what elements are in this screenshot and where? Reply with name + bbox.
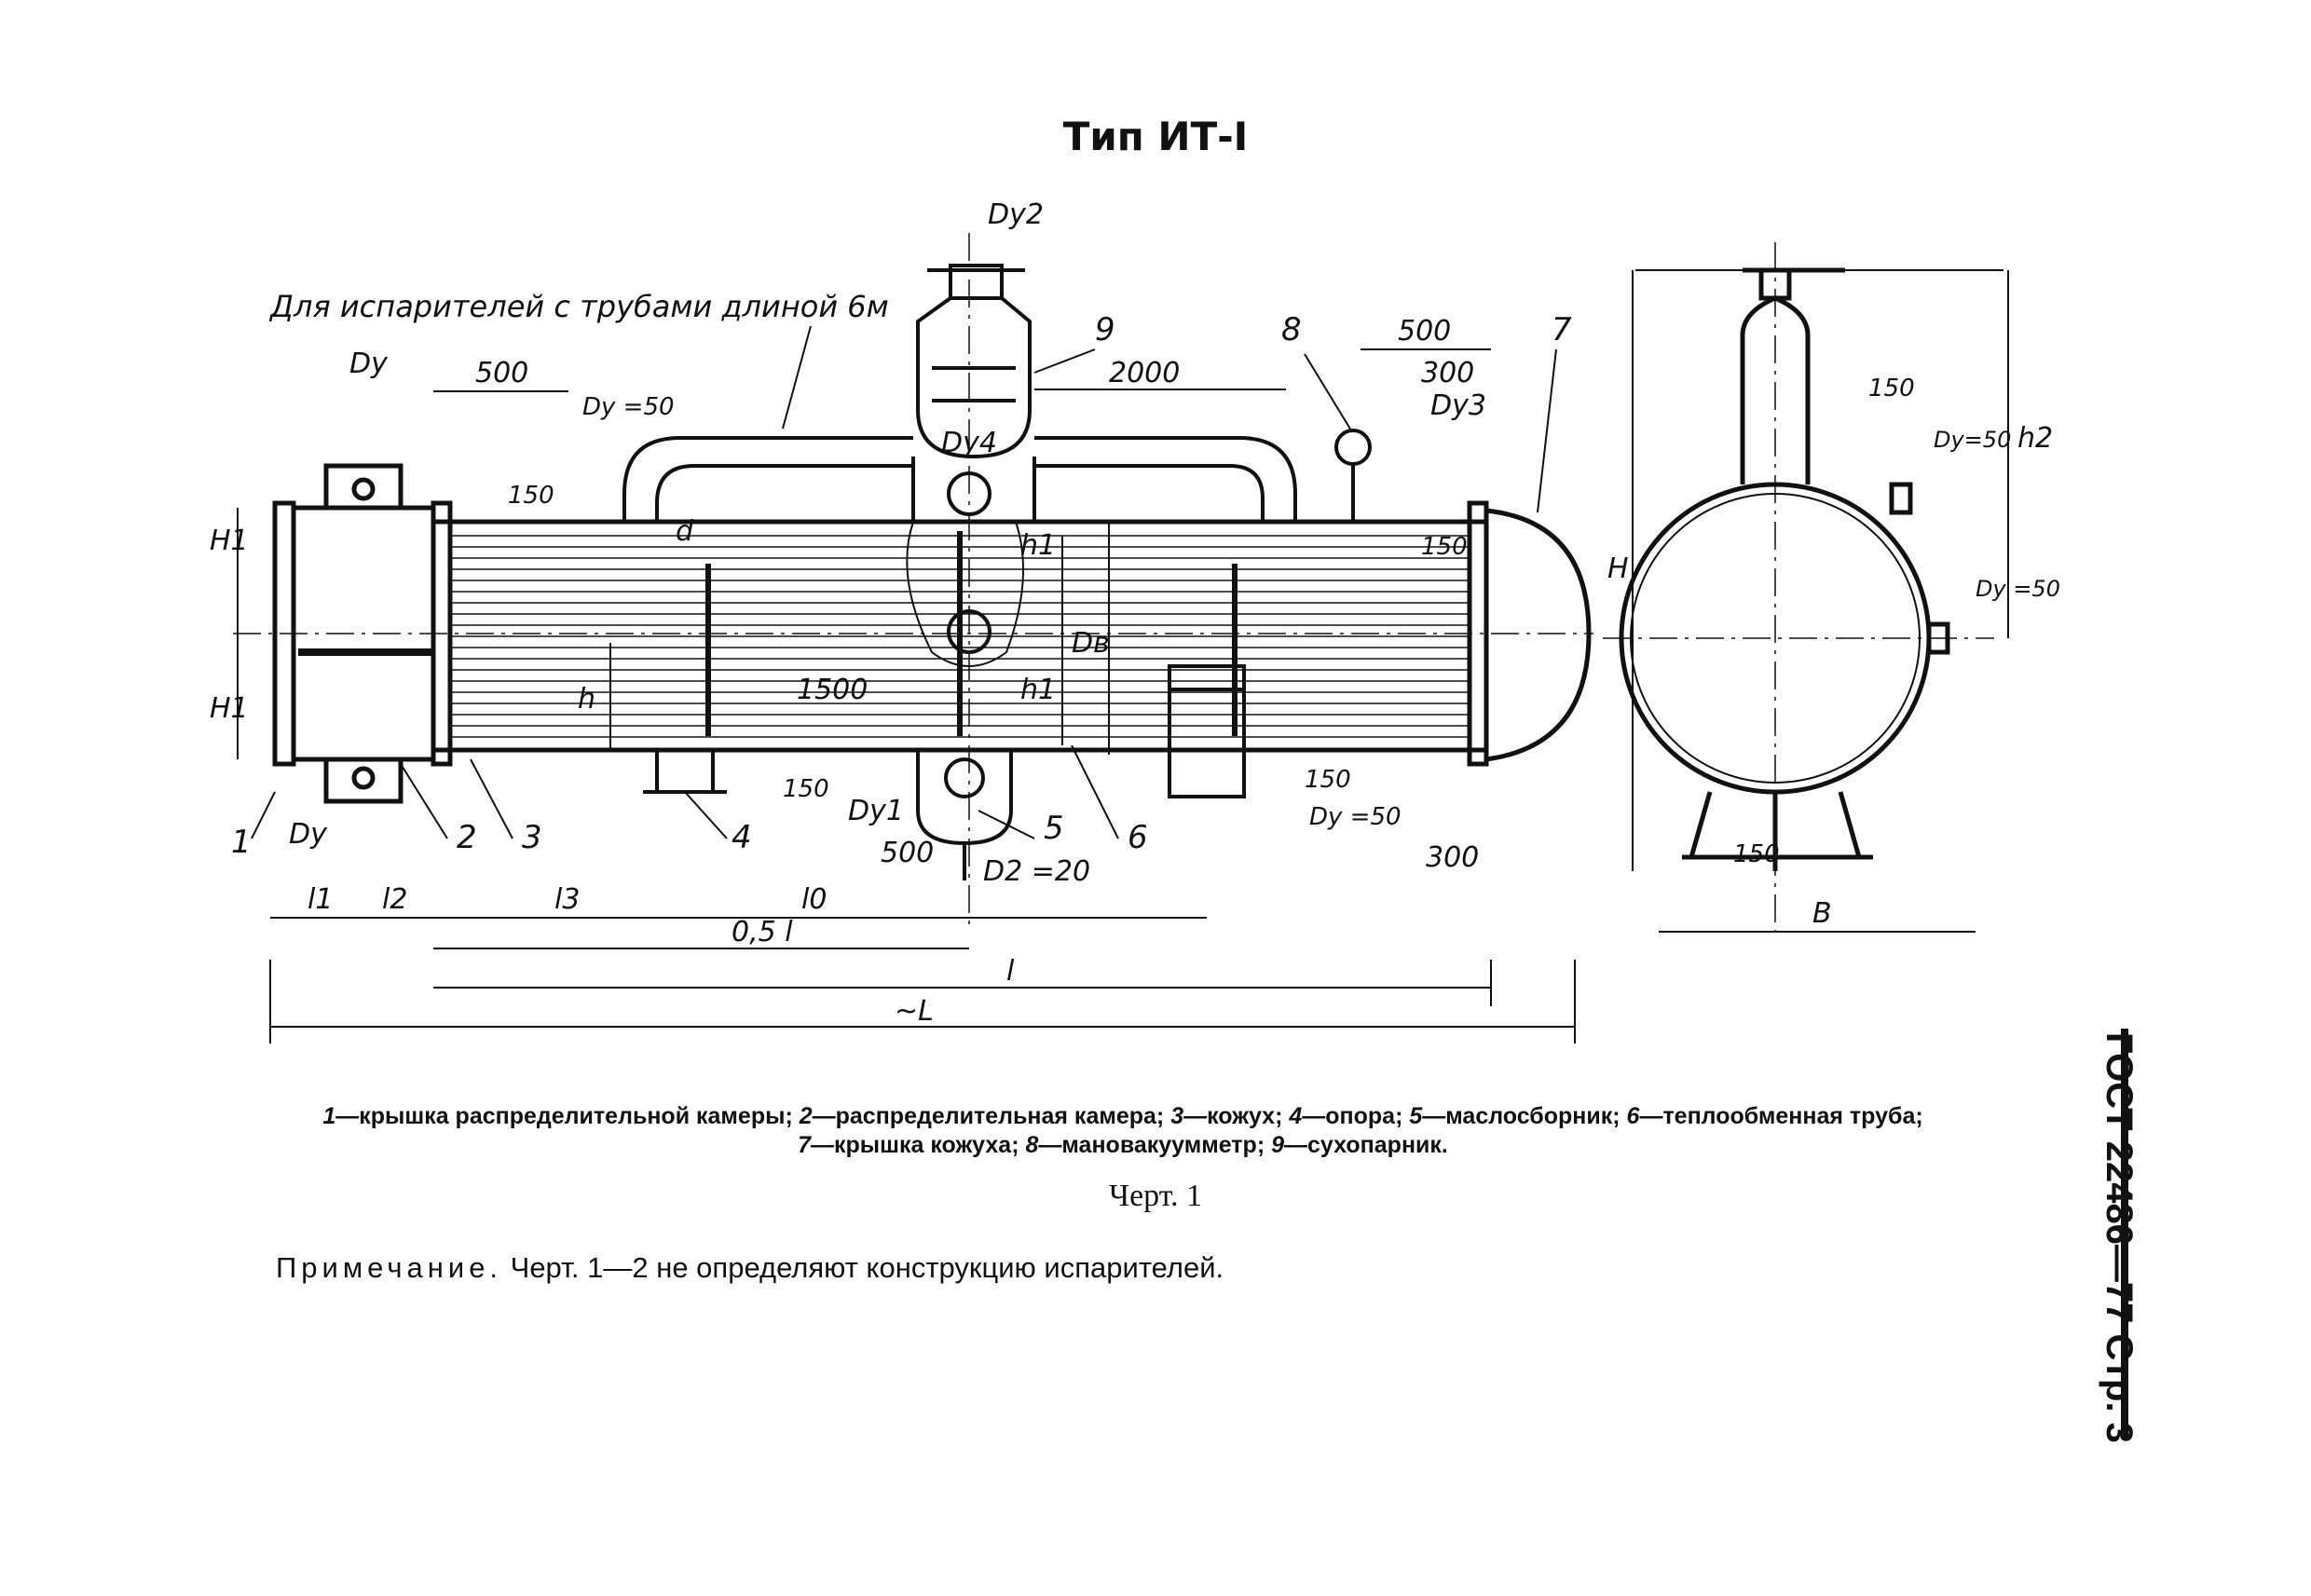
label-H1-lower: H1 bbox=[210, 692, 249, 725]
label-l2: l2 bbox=[382, 883, 407, 916]
dim-150-c: 150 bbox=[1305, 766, 1351, 794]
note-text: Черт. 1—2 не определяют конструкцию испа… bbox=[502, 1251, 1224, 1284]
page-note: Примечание. Черт. 1—2 не определяют конс… bbox=[276, 1251, 1224, 1285]
legend-text: —мановакуумметр; bbox=[1038, 1132, 1272, 1158]
dim-1500: 1500 bbox=[797, 674, 868, 706]
dim-150-a: 150 bbox=[508, 482, 554, 510]
center-lines bbox=[233, 233, 1994, 932]
note-6m-pipes: Для испарителей с трубами длиной 6м bbox=[268, 289, 889, 324]
label-h1-upper: h1 bbox=[1020, 529, 1056, 562]
standard-stamp: ГОСТ 22486—77 Стр. 3 bbox=[2099, 1032, 2140, 1443]
callout-5: 5 bbox=[1044, 810, 1064, 847]
legend-text: —крышка кожуха; bbox=[811, 1132, 1026, 1158]
callout-1: 1 bbox=[231, 824, 252, 861]
shell bbox=[431, 508, 1592, 762]
dim-150-f: 150 bbox=[1733, 840, 1780, 868]
dim-2000: 2000 bbox=[1109, 357, 1180, 389]
dim-300-bottom: 300 bbox=[1426, 841, 1479, 874]
parts-legend: 1—крышка распределительной камеры; 2—рас… bbox=[158, 1102, 2087, 1160]
legend-text: —кожух; bbox=[1183, 1103, 1290, 1129]
label-d2-20: D2 =20 bbox=[983, 855, 1090, 888]
dim-150-e: 150 bbox=[1868, 375, 1915, 402]
inspection-opening bbox=[1168, 664, 1246, 798]
label-dy-bottom: Dy bbox=[289, 818, 328, 851]
legend-text: —теплообменная труба; bbox=[1639, 1103, 1923, 1129]
legend-line-2: 7—крышка кожуха; 8—мановакуумметр; 9—сух… bbox=[158, 1131, 2087, 1160]
pressure-gauge bbox=[1334, 429, 1372, 522]
callout-2: 2 bbox=[457, 819, 477, 856]
legend-text: —маслосборник; bbox=[1422, 1103, 1627, 1129]
label-l0: l0 bbox=[801, 883, 827, 916]
label-half-l: 0,5 l bbox=[732, 916, 793, 948]
legend-number: 1 bbox=[322, 1103, 336, 1129]
label-l3: l3 bbox=[554, 883, 580, 916]
callout-7: 7 bbox=[1552, 311, 1572, 348]
side-view bbox=[1619, 267, 1950, 871]
callout-4: 4 bbox=[732, 819, 752, 856]
label-dy50-a: Dy =50 bbox=[582, 393, 675, 421]
label-h: h bbox=[578, 683, 595, 716]
dimension-lines bbox=[237, 269, 2009, 1044]
dim-500-left: 500 bbox=[475, 357, 528, 389]
legend-number: 5 bbox=[1409, 1103, 1423, 1129]
callout-8: 8 bbox=[1281, 311, 1302, 348]
legend-number: 4 bbox=[1289, 1103, 1303, 1129]
legend-number: 3 bbox=[1170, 1103, 1184, 1129]
label-dy50-c: Dy=50 bbox=[1934, 427, 2011, 453]
dim-500-bottom: 500 bbox=[881, 837, 934, 869]
label-dy50-b: Dy =50 bbox=[1309, 803, 1402, 831]
legend-text: —опора; bbox=[1302, 1103, 1410, 1129]
label-d: d bbox=[676, 515, 694, 548]
label-dy-top: Dy bbox=[349, 348, 389, 380]
legend-text: —сухопарник. bbox=[1284, 1132, 1448, 1158]
dim-300-right: 300 bbox=[1421, 357, 1474, 389]
page-title: Тип ИТ-I bbox=[1062, 114, 1249, 159]
label-l: l bbox=[1006, 955, 1015, 988]
vapour-pipes bbox=[622, 436, 1297, 522]
label-H1-upper: H1 bbox=[210, 525, 249, 557]
support bbox=[643, 748, 727, 794]
legend-text: —распределительная камера; bbox=[812, 1103, 1171, 1129]
legend-number: 8 bbox=[1025, 1132, 1039, 1158]
legend-line-1: 1—крышка распределительной камеры; 2—рас… bbox=[158, 1102, 2087, 1131]
label-dy1: Dy1 bbox=[848, 795, 904, 827]
dim-150-b: 150 bbox=[783, 775, 829, 803]
stamp-rule bbox=[2121, 1029, 2128, 1439]
oil-collector bbox=[916, 750, 1013, 880]
label-h1-lower: h1 bbox=[1020, 674, 1056, 706]
label-H: H bbox=[1607, 552, 1629, 585]
dim-500-right: 500 bbox=[1398, 315, 1451, 348]
callout-6: 6 bbox=[1128, 819, 1148, 856]
note-label: Примечание. bbox=[276, 1251, 503, 1284]
callout-numbers: 1 2 3 4 5 6 7 8 9 bbox=[231, 311, 1572, 861]
label-L: ~L bbox=[895, 995, 934, 1028]
label-dy3: Dy3 bbox=[1430, 389, 1486, 422]
label-l1: l1 bbox=[308, 883, 333, 916]
legend-number: 7 bbox=[798, 1132, 811, 1158]
label-db: Dв bbox=[1072, 627, 1110, 660]
label-B: B bbox=[1812, 897, 1832, 930]
legend-number: 2 bbox=[799, 1103, 813, 1129]
steam-dome bbox=[906, 264, 1036, 667]
figure-caption: Черт. 1 bbox=[1108, 1179, 1203, 1213]
legend-number: 9 bbox=[1271, 1132, 1285, 1158]
legend-number: 6 bbox=[1626, 1103, 1640, 1129]
label-h2: h2 bbox=[2017, 422, 2053, 455]
legend-text: —крышка распределительной камеры; bbox=[335, 1103, 800, 1129]
label-dy50-d: Dy =50 bbox=[1976, 576, 2060, 602]
dim-150-d: 150 bbox=[1421, 533, 1468, 561]
label-dy2: Dy2 bbox=[988, 198, 1044, 231]
callout-9: 9 bbox=[1095, 311, 1115, 348]
label-dy4: Dy4 bbox=[941, 427, 997, 459]
leader-lines bbox=[251, 325, 1557, 839]
callout-3: 3 bbox=[522, 819, 542, 856]
drawing-labels: Для испарителей с трубами длиной 6м Dy D… bbox=[210, 198, 2060, 1028]
